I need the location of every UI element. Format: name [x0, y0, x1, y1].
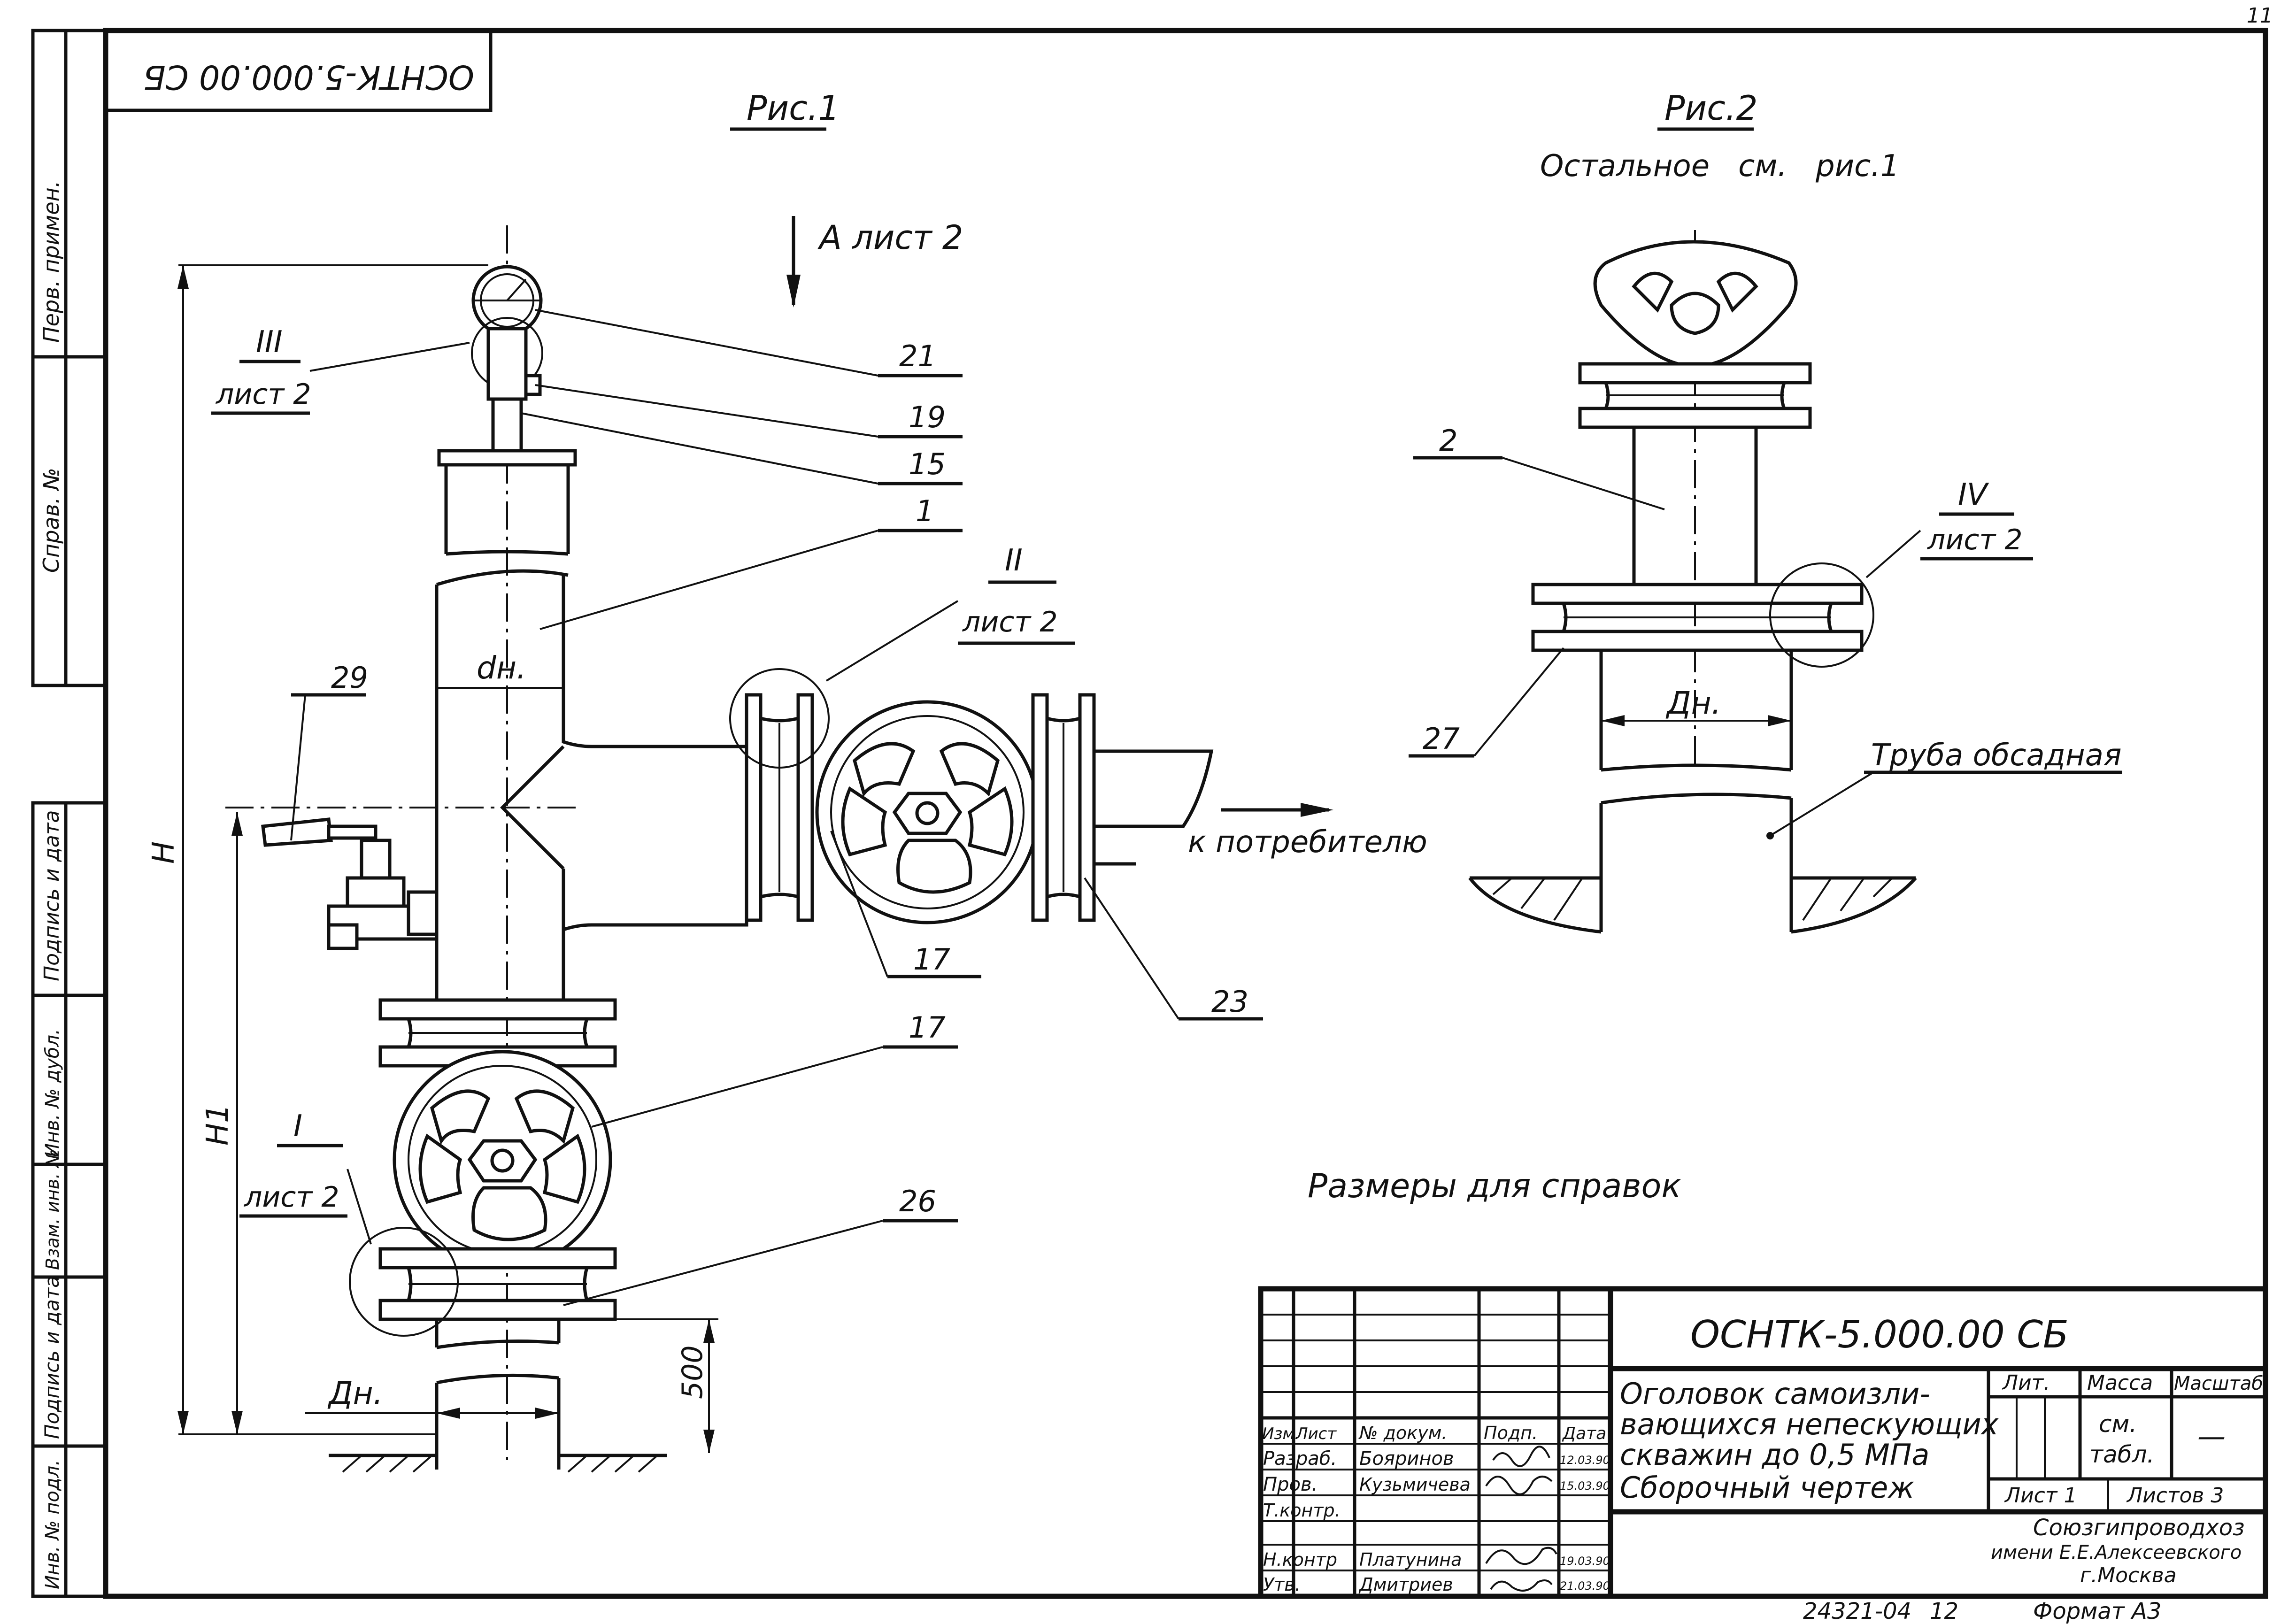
- tb-role-2: Пров.: [1263, 1474, 1318, 1495]
- side-label-7: Инв. № подл.: [42, 1460, 63, 1589]
- figure-2: Рис.2 Остальное см. рис.1: [1409, 88, 2122, 934]
- svg-text:ОСНТК-5.000.00 СБ: ОСНТК-5.000.00 СБ: [143, 58, 474, 96]
- sample-tap: [261, 817, 439, 950]
- tb-date-1: 12.03.90: [1560, 1454, 1610, 1467]
- callout-III: III: [256, 325, 283, 360]
- tb-col-sign: Подп.: [1484, 1423, 1538, 1443]
- part-19: 19: [909, 400, 946, 434]
- dim-H: H: [146, 841, 181, 864]
- figure-1: Рис.1 А лист 2: [146, 88, 1427, 1473]
- tb-name-4: Платунина: [1359, 1549, 1462, 1570]
- signature-4: [1485, 1547, 1557, 1565]
- side-label-4: Инв. № дубл.: [42, 1029, 63, 1157]
- side-label-1: Перв. примен.: [39, 181, 64, 343]
- callout-I-sheet: лист 2: [244, 1181, 339, 1214]
- callout-II-sheet: лист 2: [962, 606, 1058, 639]
- part-26: 26: [899, 1184, 936, 1218]
- tb-mass-value-2: табл.: [2089, 1441, 2154, 1468]
- fig2-subtitle: Остальное см. рис.1: [1540, 149, 1899, 184]
- tb-lit-label: Лит.: [2002, 1371, 2050, 1395]
- tb-date-5: 21.03.90: [1560, 1579, 1610, 1593]
- tb-title-4: Сборочный чертеж: [1620, 1470, 1914, 1505]
- tb-col-doc: № докум.: [1358, 1423, 1447, 1443]
- title-block: ОСНТК-5.000.00 СБ Оголовок самоизли- ваю…: [1258, 1286, 2268, 1599]
- rotated-stamp: ОСНТК-5.000.00 СБ: [104, 29, 493, 112]
- tb-date-4: 19.03.90: [1560, 1555, 1610, 1568]
- tb-title-1: Оголовок самоизли-: [1620, 1377, 1930, 1411]
- tb-role-3: Т.контр.: [1263, 1500, 1341, 1521]
- part-17a: 17: [913, 942, 950, 977]
- fig2-part-2: 2: [1439, 423, 1457, 458]
- tb-title-3: скважин до 0,5 МПа: [1620, 1438, 1929, 1472]
- fig2-part-27: 27: [1423, 722, 1460, 756]
- dim-H1: H1: [200, 1104, 235, 1146]
- tb-doc-number: ОСНТК-5.000.00 СБ: [1690, 1313, 2069, 1356]
- lower-handwheel: [393, 1050, 612, 1270]
- footer-format: Формат А3: [2033, 1598, 2161, 1624]
- part-17b: 17: [909, 1010, 946, 1045]
- side-label-5: Взам. инв. №: [42, 1149, 63, 1270]
- fig2-dn: Дн.: [1665, 685, 1721, 721]
- tb-date-2: 15.03.90: [1560, 1479, 1610, 1493]
- fig2-title: Рис.2: [1664, 88, 1758, 128]
- fig1-title: Рис.1: [747, 88, 840, 128]
- tb-col-izm: Изм.: [1262, 1424, 1300, 1443]
- part-21: 21: [899, 339, 936, 373]
- dim-dn: dн.: [477, 650, 526, 686]
- signature-1: [1492, 1446, 1550, 1467]
- tb-col-list: Лист: [1295, 1424, 1337, 1443]
- side-label-2: Справ. №: [39, 468, 64, 573]
- dim-Dn: Дн.: [327, 1375, 383, 1411]
- part-1: 1: [916, 494, 934, 528]
- tb-role-5: Утв.: [1263, 1574, 1301, 1595]
- callout-I: I: [293, 1109, 302, 1144]
- callout-II: II: [1005, 543, 1023, 578]
- tb-scale-label: Масштаб: [2174, 1373, 2263, 1394]
- tb-org-1: Союзгипроводхоз: [2033, 1515, 2245, 1541]
- footer-sheet: 12: [1930, 1598, 1958, 1624]
- tb-scale-value: —: [2197, 1420, 2226, 1453]
- tb-role-4: Н.контр: [1263, 1549, 1337, 1570]
- tb-mass-label: Масса: [2087, 1371, 2153, 1395]
- side-label-6: Подпись и дата: [40, 1276, 63, 1439]
- callout-IV: IV: [1958, 477, 1989, 512]
- dim-500: 500: [676, 1345, 709, 1399]
- reference-note: Размеры для справок: [1308, 1167, 1681, 1205]
- tb-role-1: Разраб.: [1263, 1448, 1337, 1470]
- footer-archive: 24321-04: [1803, 1598, 1911, 1624]
- part-23: 23: [1211, 985, 1248, 1019]
- tb-sheet: Лист 1: [2004, 1484, 2077, 1508]
- callout-III-sheet: лист 2: [216, 378, 311, 411]
- part-29: 29: [331, 661, 368, 695]
- signature-2: [1485, 1476, 1553, 1495]
- view-arrow-label: А лист 2: [817, 218, 963, 257]
- tb-sheets: Листов 3: [2126, 1484, 2224, 1508]
- side-handwheel: [815, 700, 1040, 924]
- callout-IV-sheet: лист 2: [1927, 523, 2023, 556]
- flow-label: к потребителю: [1188, 825, 1427, 860]
- fig2-casing: Труба обсадная: [1871, 738, 2121, 773]
- signature-5: [1490, 1579, 1553, 1592]
- tb-org-3: г.Москва: [2080, 1563, 2177, 1587]
- side-label-3: Подпись и дата: [40, 810, 64, 981]
- tb-col-date: Дата: [1562, 1424, 1606, 1443]
- tb-title-2: вающихся непескующих: [1620, 1407, 1999, 1441]
- tb-name-1: Бояринов: [1359, 1448, 1454, 1470]
- tee-body: [435, 575, 748, 1000]
- part-15: 15: [909, 447, 946, 481]
- tb-name-2: Кузьмичева: [1359, 1474, 1471, 1495]
- tb-mass-value-1: см.: [2099, 1410, 2137, 1438]
- page-number: 11: [2247, 4, 2273, 28]
- tb-org-2: имени Е.Е.Алексеевского: [1991, 1542, 2242, 1563]
- tb-name-5: Дмитриев: [1358, 1574, 1453, 1595]
- side-strip: Перв. примен. Справ. № Подпись и дата Ин…: [31, 29, 108, 1598]
